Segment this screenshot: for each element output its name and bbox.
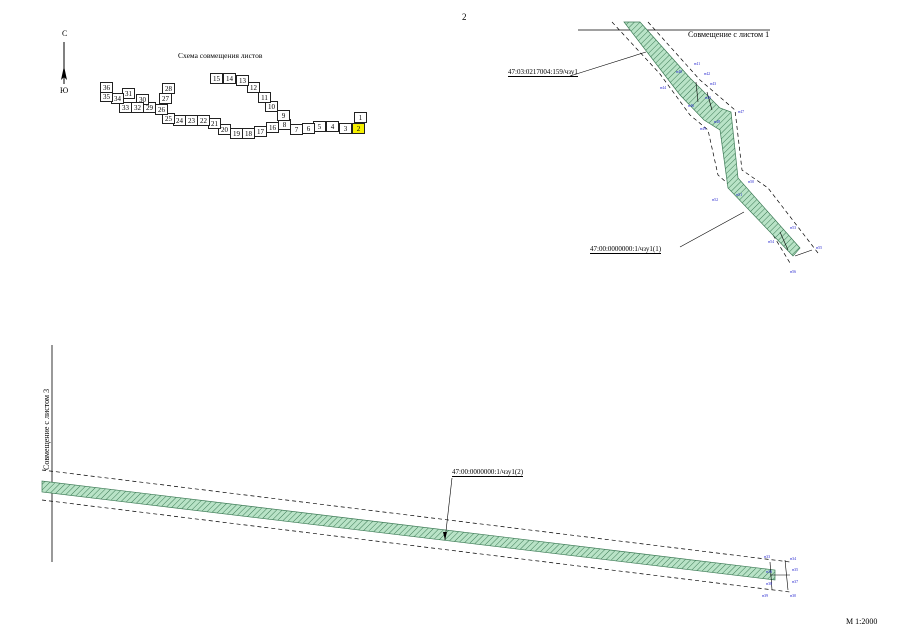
sheet-1[interactable]: 1 (354, 112, 367, 123)
point-label: н44 (660, 85, 667, 90)
point-label: н55 (816, 245, 823, 250)
sheet-27[interactable]: 27 (159, 93, 172, 104)
point-label: н35 (792, 567, 799, 572)
leader-parcel-2 (679, 211, 745, 248)
point-label: н47 (738, 109, 745, 114)
sheet-12[interactable]: 12 (247, 82, 260, 93)
point-label: н50 (748, 179, 755, 184)
compass-north-label: С (62, 29, 68, 38)
compass-south-label: Ю (60, 86, 69, 95)
sheet-15[interactable]: 15 (210, 73, 223, 84)
upper-parcel-buffer (611, 21, 819, 264)
sheet-22[interactable]: 22 (197, 115, 210, 126)
upper-parcel-strip (623, 21, 801, 257)
sheet-14[interactable]: 14 (223, 73, 236, 84)
sheet-26[interactable]: 26 (155, 104, 168, 115)
point-label: н49 (700, 126, 707, 131)
point-label: н30 (790, 593, 797, 598)
point-label: н41 (694, 61, 701, 66)
parcel-1-label: 47:03:0217004:159/чзу1 (508, 68, 578, 77)
point-label: н40 (676, 69, 683, 74)
point-label: н42 (704, 71, 711, 76)
join-sheet-1-label: Совмещение с листом 1 (688, 30, 770, 39)
sheet-19[interactable]: 19 (230, 128, 243, 139)
sheet-2[interactable]: 2 (352, 123, 365, 134)
sheet-4[interactable]: 4 (326, 121, 339, 132)
sheet-33[interactable]: 33 (119, 102, 132, 113)
point-label: н36 (766, 569, 773, 574)
scheme-title: Схема совмещения листов (178, 51, 263, 60)
sheet-16[interactable]: 16 (266, 122, 279, 133)
leader-parcel-1 (569, 51, 647, 77)
map-scale: М 1:2000 (846, 617, 878, 626)
sheet-9[interactable]: 9 (277, 110, 290, 121)
sheet-18[interactable]: 18 (242, 128, 255, 139)
point-label: н56 (790, 269, 797, 274)
point-label: н48 (714, 119, 721, 124)
sheet-23[interactable]: 23 (185, 115, 198, 126)
sheet-20[interactable]: 20 (218, 124, 231, 135)
point-label: н39 (762, 593, 769, 598)
point-label: н46 (688, 103, 695, 108)
sheet-17[interactable]: 17 (254, 126, 267, 137)
sheet-13[interactable]: 13 (236, 75, 249, 86)
lower-parcel-strip (41, 480, 776, 581)
sheet-28[interactable]: 28 (162, 83, 175, 94)
page-number: 2 (462, 12, 467, 22)
point-label: н38 (766, 581, 773, 586)
sheet-6[interactable]: 6 (302, 123, 315, 134)
upper-survey-marks (695, 81, 813, 257)
point-label: н34 (790, 556, 797, 561)
sheet-7[interactable]: 7 (290, 124, 303, 135)
leader-parcel-3 (444, 477, 453, 541)
leader-arrow-icon (443, 532, 447, 540)
point-label: н54 (768, 239, 775, 244)
sheet-11[interactable]: 11 (258, 92, 271, 103)
sheet-32[interactable]: 32 (131, 102, 144, 113)
sheet-3[interactable]: 3 (339, 123, 352, 134)
join-sheet-3-label: Совмещение с листом 3 (42, 388, 51, 470)
sheet-10[interactable]: 10 (265, 101, 278, 112)
parcel-2-label: 47:00:0000000:1/чзу1(1) (590, 245, 662, 254)
point-label: н37 (792, 579, 799, 584)
point-label: н33 (764, 554, 771, 559)
parcel-3-label: 47:00:0000000:1/чзу1(2) (452, 468, 524, 477)
point-label: н45 (705, 95, 712, 100)
point-label: н53 (790, 225, 797, 230)
sheet-36[interactable]: 36 (100, 82, 113, 93)
lower-end-marks (769, 559, 790, 591)
point-label: н51 (736, 192, 743, 197)
sheet-25[interactable]: 25 (162, 113, 175, 124)
point-label: н52 (712, 197, 719, 202)
point-label: н43 (710, 81, 717, 86)
compass-arrow-icon (61, 42, 67, 84)
